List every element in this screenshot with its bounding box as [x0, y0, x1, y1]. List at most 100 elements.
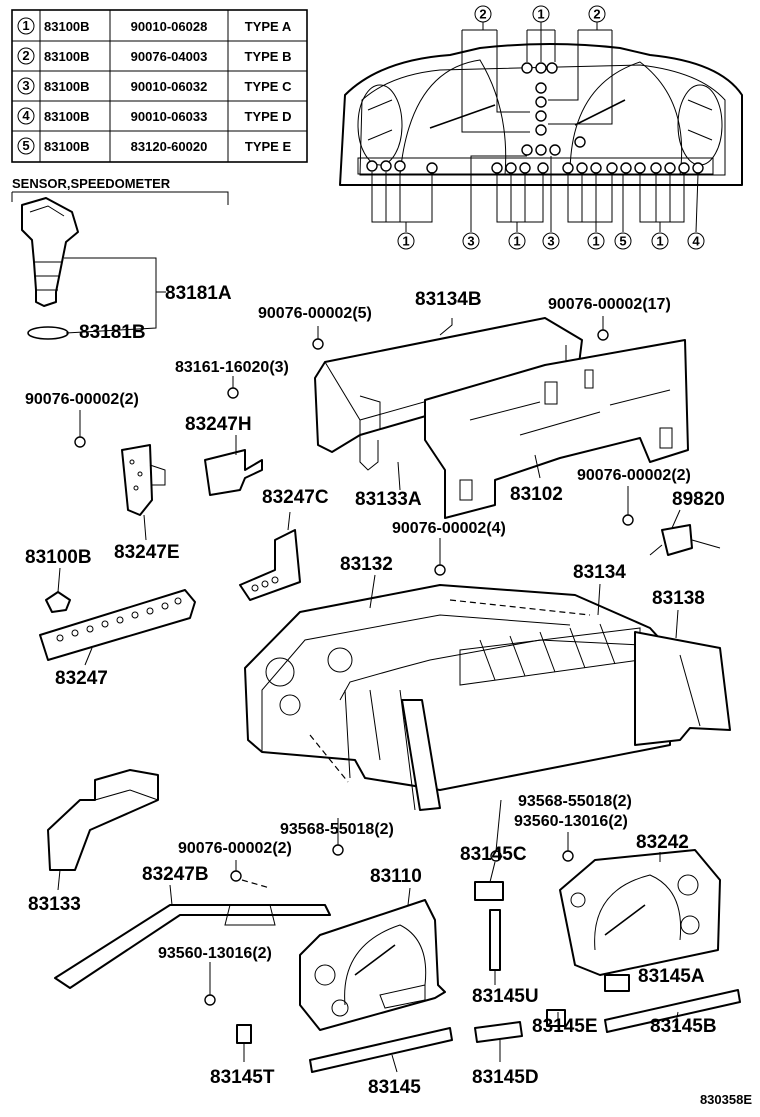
harness-83247B — [54, 879, 331, 989]
type-table-row: 3 83100B 90010-06032 TYPE C — [17, 77, 293, 95]
row-code: 90010-06032 — [131, 79, 208, 94]
part-label: 83138 — [652, 588, 705, 609]
part-label: 83134 — [573, 562, 626, 583]
part-label: 83145E — [532, 1016, 598, 1037]
row-code: 90010-06028 — [131, 19, 208, 34]
row-number: 5 — [22, 138, 29, 153]
row-part: 83100B — [44, 109, 90, 124]
bar-83145D — [474, 1021, 523, 1043]
bulb-callout: 5 — [619, 234, 626, 249]
strip-83145U — [489, 909, 501, 971]
row-type: TYPE C — [245, 79, 293, 94]
part-label: 93560-13016(2) — [158, 945, 272, 962]
part-label: 90076-00002(17) — [548, 296, 671, 313]
row-number: 2 — [22, 48, 29, 63]
row-number: 1 — [22, 18, 29, 33]
type-table-row: 4 83100B 90010-06033 TYPE D — [17, 107, 292, 125]
part-label: 83145T — [210, 1067, 275, 1088]
part-label: 83145D — [472, 1067, 539, 1088]
row-part: 83100B — [44, 19, 90, 34]
row-type: TYPE B — [245, 49, 292, 64]
bar-83145 — [309, 1027, 453, 1073]
bulb-callout: 3 — [547, 234, 554, 249]
bracket-83247E — [121, 444, 166, 516]
bulb-socket-83100B — [45, 591, 71, 613]
part-label: 90076-00002(2) — [178, 840, 292, 857]
part-label: 83145U — [472, 986, 539, 1007]
row-number: 3 — [22, 78, 29, 93]
speedometer-sensor — [21, 197, 79, 340]
bracket-83247C — [239, 529, 301, 601]
row-part: 83100B — [44, 49, 90, 64]
drawing-code: 830358E — [700, 1092, 752, 1107]
bracket-83247H — [204, 449, 263, 496]
leader-lines — [57, 316, 681, 1073]
top-callouts: 2 1 2 — [474, 5, 606, 23]
part-label: 90076-00002(2) — [577, 467, 691, 484]
row-part: 83100B — [44, 79, 90, 94]
row-type: TYPE D — [245, 109, 292, 124]
part-label: 90076-00002(5) — [258, 305, 372, 322]
part-label: 83100B — [25, 547, 92, 568]
part-label: 83181B — [79, 322, 146, 343]
part-label: 83110 — [370, 866, 422, 887]
part-label: 83134B — [415, 289, 482, 310]
part-label: 83247C — [262, 487, 329, 508]
part-label: 83145C — [460, 844, 527, 865]
bulb-callout: 3 — [467, 234, 474, 249]
part-label: 93568-55018(2) — [518, 793, 632, 810]
part-label: 83145 — [368, 1077, 421, 1098]
part-label: 93560-13016(2) — [514, 813, 628, 830]
lens-83145T — [236, 1024, 252, 1044]
housing-83132 — [244, 584, 671, 811]
part-label: 83247E — [114, 542, 180, 563]
part-label: 83161-16020(3) — [175, 359, 289, 376]
part-label: 90076-00002(2) — [25, 391, 139, 408]
part-labels: 83181A 83181B 90076-00002(5) 83134B 9007… — [25, 283, 725, 1098]
bulb-callout: 4 — [692, 234, 700, 249]
row-code: 83120-60020 — [131, 139, 208, 154]
bulb-callout: 1 — [656, 234, 663, 249]
part-label: 83145A — [638, 966, 705, 987]
lens-83145A — [604, 974, 630, 992]
row-code: 90076-04003 — [131, 49, 208, 64]
row-code: 90010-06033 — [131, 109, 208, 124]
type-table-row: 1 83100B 90010-06028 TYPE A — [17, 17, 292, 35]
part-label: 83242 — [636, 832, 689, 853]
part-label: 83132 — [340, 554, 393, 575]
part-label: 83133 — [28, 894, 81, 915]
panel-83138 — [634, 631, 731, 746]
lens-83145E — [546, 1009, 566, 1027]
part-label: 83145B — [650, 1016, 717, 1037]
bar-83145B — [604, 989, 741, 1033]
row-type: TYPE A — [245, 19, 292, 34]
plate-83247 — [39, 589, 196, 661]
bulb-callout: 2 — [479, 7, 486, 22]
sensor-title: SENSOR,SPEEDOMETER — [12, 176, 171, 191]
part-label: 83133A — [355, 489, 422, 510]
part-label: 83247 — [55, 668, 108, 689]
duct-83133 — [47, 769, 159, 871]
row-part: 83100B — [44, 139, 90, 154]
bulb-callout: 1 — [537, 7, 544, 22]
top-callout-leaders — [461, 22, 613, 133]
cluster-bulbs — [366, 62, 704, 174]
dial-plate-83242 — [559, 849, 721, 976]
bulb-callout: 1 — [402, 234, 409, 249]
relay-89820 — [649, 524, 721, 556]
part-label: 93568-55018(2) — [280, 821, 394, 838]
part-label: 83247H — [185, 414, 252, 435]
part-label: 83102 — [510, 484, 563, 505]
bottom-callouts: 1 3 1 3 1 5 1 4 — [397, 232, 705, 250]
dial-plate-83110 — [299, 899, 446, 1031]
bulb-callout: 2 — [593, 7, 600, 22]
part-label: 90076-00002(4) — [392, 520, 506, 537]
row-type: TYPE E — [245, 139, 292, 154]
part-label: 83247B — [142, 864, 209, 885]
part-label: 83181A — [165, 283, 232, 304]
lens-83145C — [474, 881, 504, 901]
part-label: 89820 — [672, 489, 725, 510]
type-table-row: 2 83100B 90076-04003 TYPE B — [17, 47, 292, 65]
circuit-board-83102 — [424, 339, 689, 519]
